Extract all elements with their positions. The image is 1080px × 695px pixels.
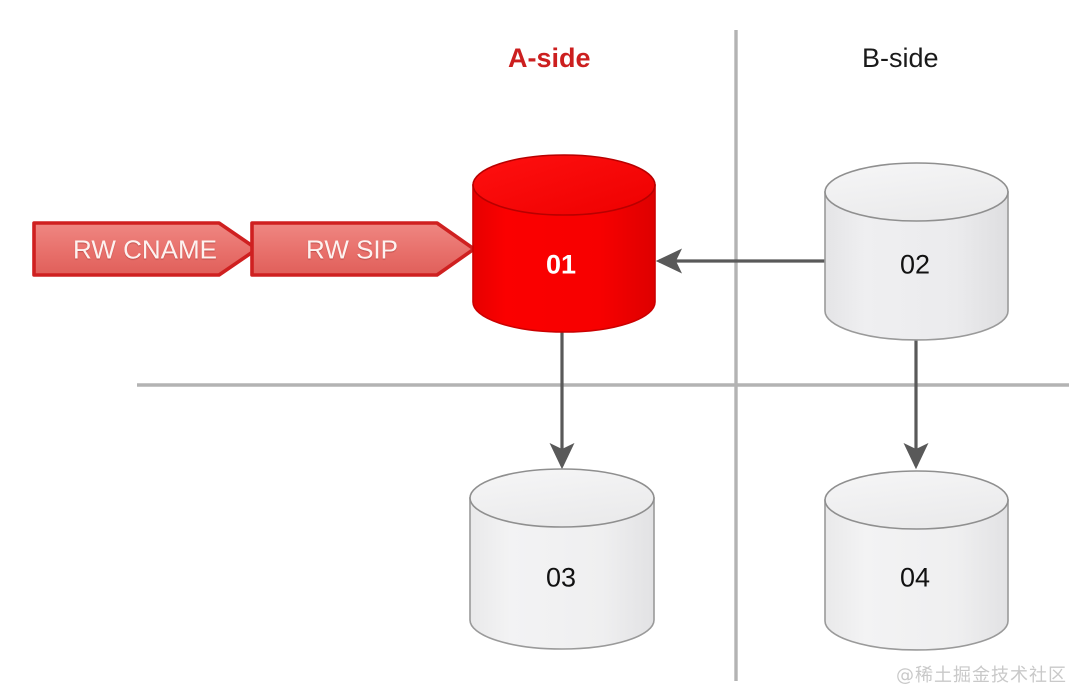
cylinder-label-db-02: 02	[899, 249, 931, 280]
cylinder-label-db-04: 04	[899, 562, 931, 593]
flow-arrow-label-rw-cname: RW CNAME	[73, 234, 217, 265]
cylinder-db-04[interactable]	[824, 470, 1009, 651]
cylinder-db-03[interactable]	[469, 468, 655, 650]
cylinder-db-02[interactable]	[824, 162, 1009, 341]
header-b-side: B-side	[862, 43, 939, 73]
cylinder-db-01[interactable]	[472, 154, 656, 333]
cylinder-label-db-03: 03	[545, 562, 577, 593]
flow-arrow-rw-cname[interactable]	[32, 221, 259, 277]
watermark: @稀土掘金技术社区	[896, 665, 1067, 686]
cylinder-label-db-01: 01	[545, 249, 577, 280]
flow-arrow-rw-sip[interactable]	[250, 221, 476, 277]
header-a-side: A-side	[508, 43, 591, 73]
flow-arrow-label-rw-sip: RW SIP	[306, 234, 398, 265]
